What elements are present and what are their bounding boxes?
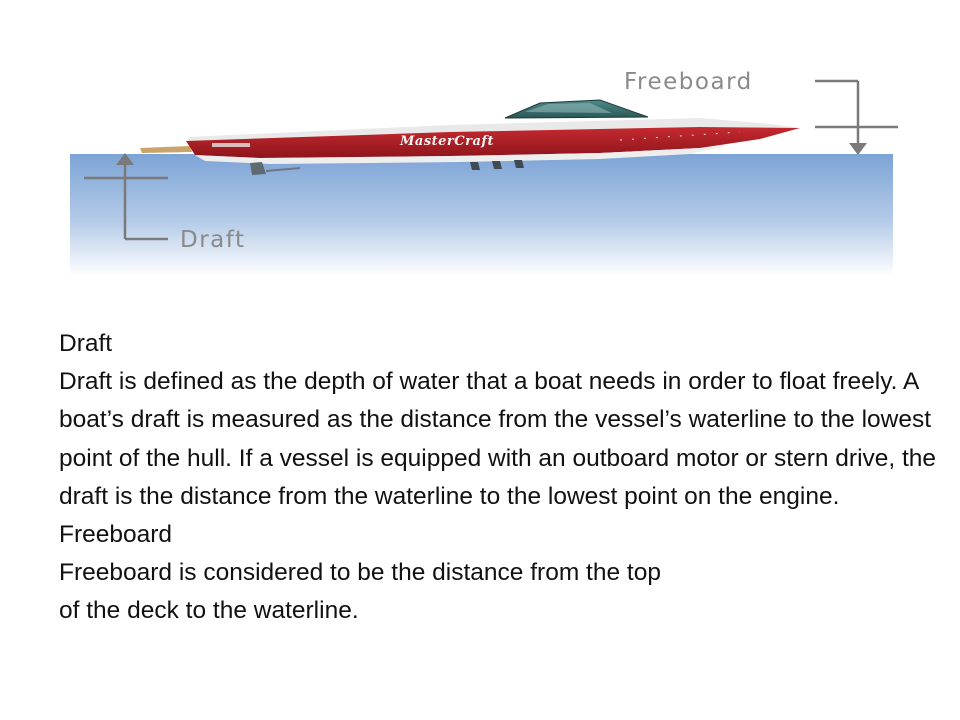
draft-arrowhead bbox=[116, 153, 134, 165]
boat-draft-freeboard-diagram: MasterCraft Freeboard Draft bbox=[70, 69, 898, 276]
freeboard-heading: Freeboard bbox=[59, 521, 173, 549]
stern-drive bbox=[250, 162, 266, 175]
freeboard-definition-line-1: Freeboard is considered to be the distan… bbox=[59, 559, 661, 587]
freeboard-label: Freeboard bbox=[624, 69, 753, 95]
draft-heading: Draft bbox=[59, 330, 113, 357]
draft-label: Draft bbox=[180, 227, 245, 253]
draft-indicator: Draft bbox=[84, 153, 245, 253]
freeboard-definition: Freeboard is considered to be the distan… bbox=[59, 554, 939, 630]
boat-hull bbox=[186, 127, 800, 158]
swim-platform bbox=[140, 146, 192, 153]
boat-brand-text: MasterCraft bbox=[399, 134, 494, 149]
boat-lower-hull bbox=[195, 145, 730, 164]
water-area bbox=[70, 154, 893, 276]
boat-illustration: MasterCraft bbox=[140, 99, 800, 175]
explanation-text: Draft Draft is defined as the depth of w… bbox=[59, 325, 939, 631]
hull-fins bbox=[470, 160, 524, 170]
draft-definition: Draft is defined as the depth of water t… bbox=[59, 368, 937, 510]
freeboard-definition-line-2: of the deck to the waterline. bbox=[59, 597, 359, 625]
freeboard-arrowhead bbox=[849, 143, 867, 155]
freeboard-indicator: Freeboard bbox=[624, 69, 898, 155]
